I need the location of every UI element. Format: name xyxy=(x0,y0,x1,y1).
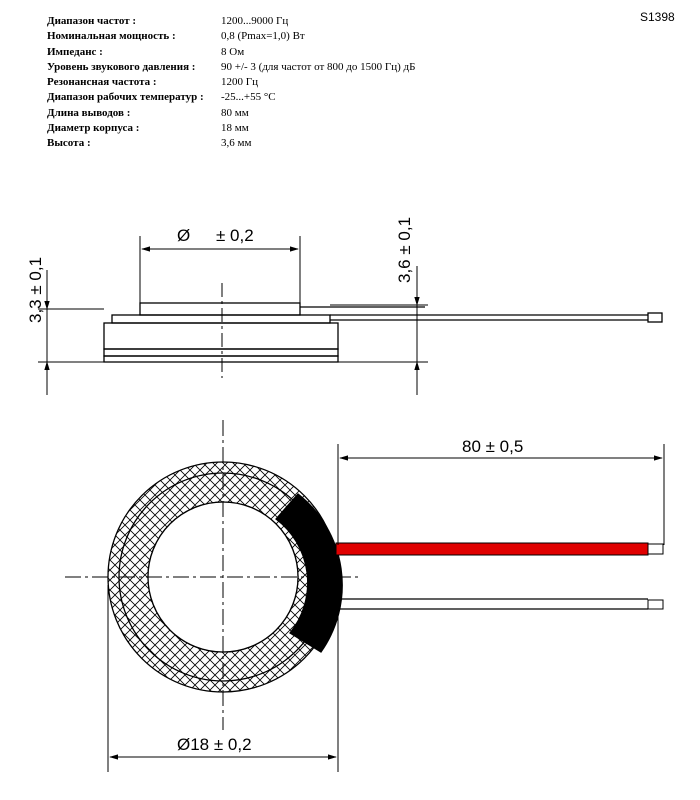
lead-wires xyxy=(330,542,664,610)
spec-value: 3,6 мм xyxy=(221,137,252,150)
base-band xyxy=(103,355,339,363)
spec-table: Диапазон частот : 1200...9000 Гц Номинал… xyxy=(47,14,415,152)
spec-row-temperature: Диапазон рабочих температур : -25...+55 … xyxy=(47,90,415,105)
spec-value: 90 +/- 3 (для частот от 800 до 1500 Гц) … xyxy=(221,60,416,73)
spec-value: 8 Ом xyxy=(221,45,245,58)
spec-value: 80 мм xyxy=(221,106,249,119)
spec-label: Длина выводов : xyxy=(47,106,131,119)
spec-label: Резонансная частота : xyxy=(47,76,157,89)
spec-row-frequency-range: Диапазон частот : 1200...9000 Гц xyxy=(47,14,415,29)
spec-row-lead-length: Длина выводов : 80 мм xyxy=(47,106,415,121)
lower-band xyxy=(103,348,339,357)
black-lead-tip xyxy=(647,599,664,610)
part-code: S1398 xyxy=(640,10,675,24)
lead-length-label: 80 ± 0,5 xyxy=(462,437,523,456)
spec-label: Уровень звукового давления : xyxy=(47,60,196,73)
spec-value: -25...+55 °C xyxy=(221,91,276,104)
lead-length-dimension-lines xyxy=(337,444,665,545)
inner-diameter-tolerance: ± 0,2 xyxy=(216,226,254,245)
spec-row-height: Высота : 3,6 мм xyxy=(47,136,415,151)
spec-label: Диапазон частот : xyxy=(47,15,137,27)
total-height-dimension: 3,6 ± 0,1 xyxy=(395,217,414,283)
spec-label: Диапазон рабочих температур : xyxy=(47,91,204,104)
spec-row-resonance: Резонансная частота : 1200 Гц xyxy=(47,75,415,90)
spec-label: Импеданс : xyxy=(47,45,103,58)
top-view xyxy=(65,420,360,730)
spec-row-spl: Уровень звукового давления : 90 +/- 3 (д… xyxy=(47,60,415,75)
spec-label: Номинальная мощность : xyxy=(47,30,176,43)
spec-value: 0,8 (Pmax=1,0) Вт xyxy=(221,30,305,43)
red-lead-tip xyxy=(647,543,664,555)
spec-label: Диаметр корпуса : xyxy=(47,122,140,135)
spec-value: 18 мм xyxy=(221,122,249,135)
spec-row-power: Номинальная мощность : 0,8 (Pmax=1,0) Вт xyxy=(47,29,415,44)
upper-rim xyxy=(111,314,331,324)
inner-diameter-symbol: Ø xyxy=(177,226,190,245)
body xyxy=(103,322,339,350)
body-height-dimension: 3,3 ± 0,1 xyxy=(26,257,45,323)
outer-diameter-dimension-lines xyxy=(107,585,339,772)
spec-value: 1200 Гц xyxy=(221,76,258,89)
inner-disc xyxy=(139,302,301,316)
side-view xyxy=(38,236,663,395)
spec-label: Высота : xyxy=(47,137,91,150)
red-lead-wire xyxy=(335,542,649,556)
spec-row-diameter: Диаметр корпуса : 18 мм xyxy=(47,121,415,136)
side-lead-tip xyxy=(647,312,663,323)
spec-row-impedance: Импеданс : 8 Ом xyxy=(47,45,415,60)
outer-diameter-label: Ø18 ± 0,2 xyxy=(177,735,252,754)
spec-value: 1200...9000 Гц xyxy=(221,15,289,27)
terminal-band xyxy=(275,493,343,653)
